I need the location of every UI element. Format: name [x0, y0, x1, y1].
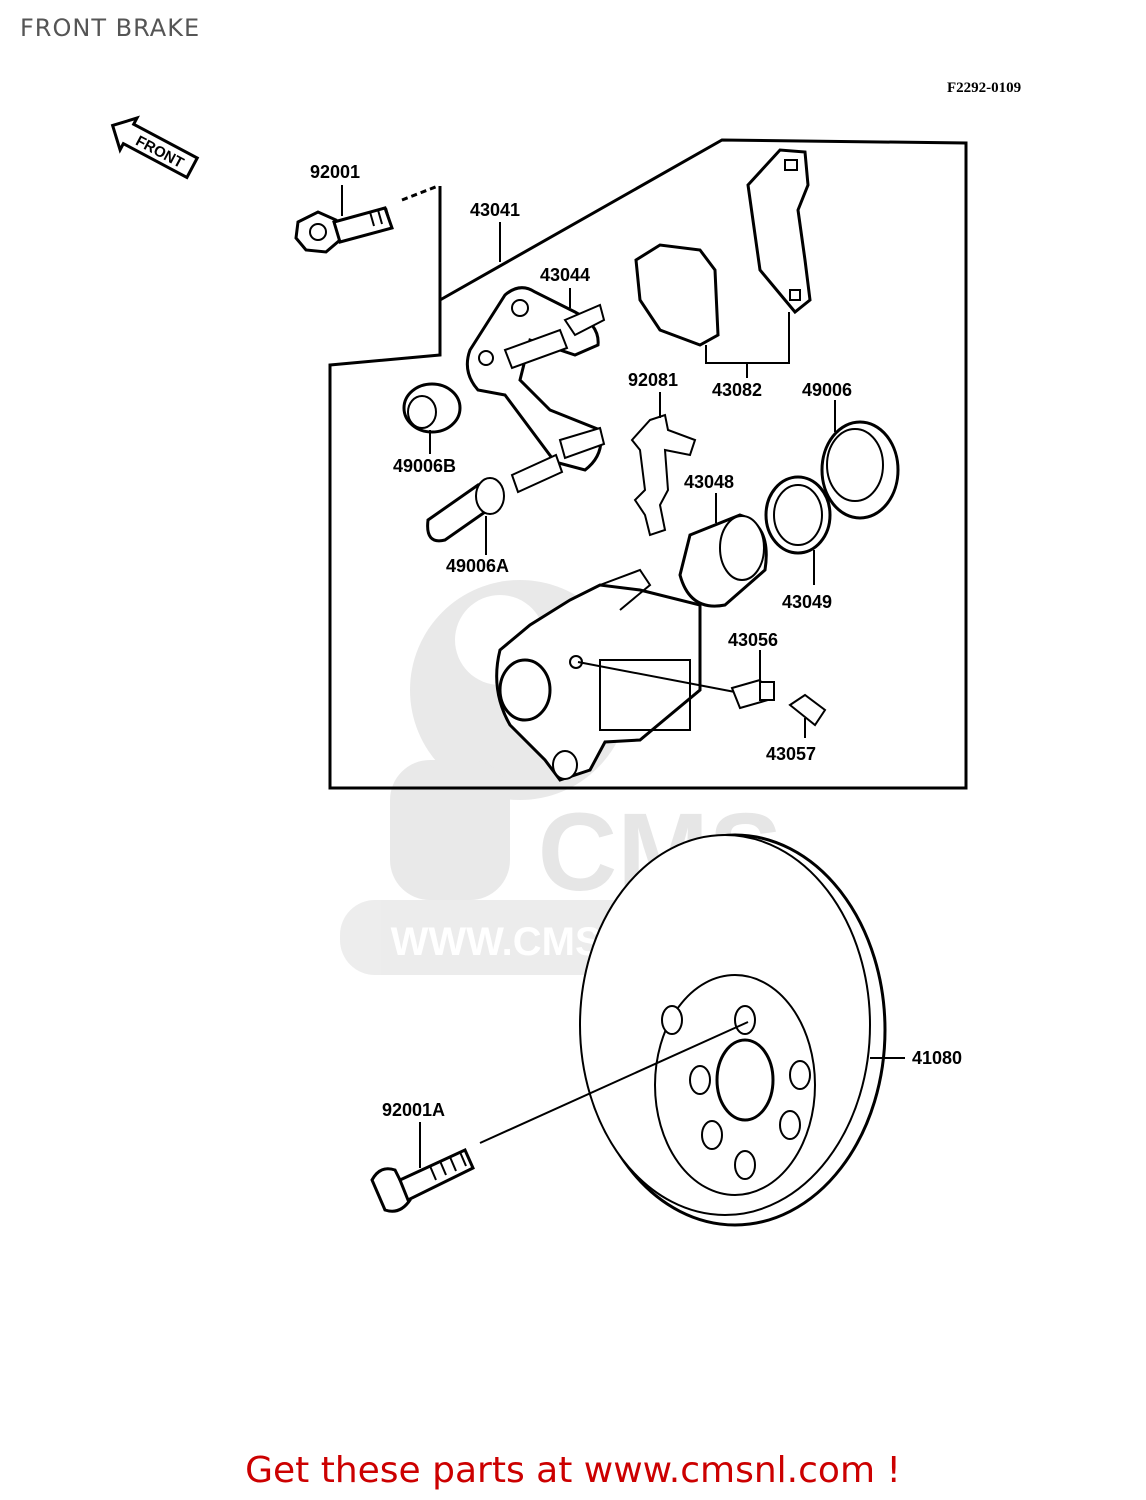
pad-spring — [630, 392, 697, 537]
part-label-49006: 49006 — [802, 380, 852, 400]
pin-boot — [402, 382, 462, 454]
brake-disc — [579, 833, 905, 1227]
part-label-92001: 92001 — [310, 162, 360, 182]
caliper-piston — [678, 493, 768, 608]
bleeder-valve — [730, 650, 775, 710]
part-label-43082: 43082 — [712, 380, 762, 400]
part-label-43057: 43057 — [766, 744, 816, 764]
front-arrow-icon: FRONT — [110, 115, 200, 180]
part-label-43056: 43056 — [728, 630, 778, 650]
part-label-92081: 92081 — [628, 370, 678, 390]
caliper-bracket — [465, 286, 606, 494]
diagram-code: F2292-0109 — [947, 80, 1021, 96]
part-label-43049: 43049 — [782, 592, 832, 612]
caliper-assembly-outline — [328, 138, 968, 790]
part-label-43044: 43044 — [540, 265, 590, 285]
part-label-41080: 41080 — [912, 1048, 962, 1068]
part-label-49006A: 49006A — [446, 556, 509, 576]
page-title: FRONT BRAKE — [20, 14, 201, 42]
part-label-92001A: 92001A — [382, 1100, 445, 1120]
caliper-bolt — [294, 185, 394, 254]
part-label-43041: 43041 — [470, 200, 520, 220]
disc-bolt — [370, 1122, 475, 1213]
part-label-43048: 43048 — [684, 472, 734, 492]
piston-seal — [764, 475, 832, 585]
slide-pin — [426, 477, 505, 555]
caliper-body — [495, 568, 702, 782]
part-label-49006B: 49006B — [393, 456, 456, 476]
brake-pads — [634, 148, 812, 378]
footer-link-text[interactable]: Get these parts at www.cmsnl.com ! — [245, 1450, 901, 1491]
dust-seal — [820, 400, 900, 520]
bleeder-cap — [788, 693, 827, 738]
